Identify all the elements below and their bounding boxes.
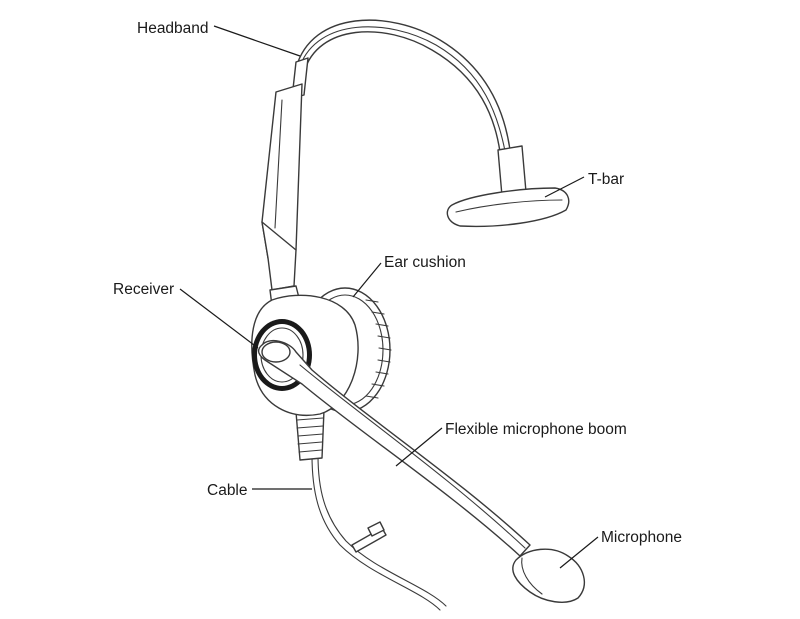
leader-tbar bbox=[544, 176, 585, 198]
label-headband: Headband bbox=[137, 20, 209, 37]
leader-boom bbox=[395, 427, 443, 467]
headband-arm bbox=[261, 57, 309, 307]
label-microphone: Microphone bbox=[601, 529, 682, 546]
microphone-boom bbox=[257, 339, 531, 557]
cable bbox=[311, 454, 447, 611]
cable-strain-relief bbox=[295, 409, 325, 461]
leader-headband bbox=[213, 25, 301, 57]
label-boom: Flexible microphone boom bbox=[445, 421, 627, 438]
leader-microphone bbox=[559, 536, 599, 569]
label-cable: Cable bbox=[207, 482, 248, 499]
headband-arc bbox=[295, 19, 511, 153]
leader-ear-cushion bbox=[352, 262, 382, 298]
label-ear-cushion: Ear cushion bbox=[384, 254, 466, 271]
t-bar bbox=[446, 145, 570, 228]
receiver bbox=[251, 294, 359, 416]
label-receiver: Receiver bbox=[113, 281, 174, 298]
label-tbar: T-bar bbox=[588, 171, 624, 188]
leader-receiver bbox=[179, 288, 259, 349]
labels: Headband T-bar Ear cushion Receiver Flex… bbox=[113, 20, 682, 546]
leader-lines bbox=[179, 25, 599, 569]
